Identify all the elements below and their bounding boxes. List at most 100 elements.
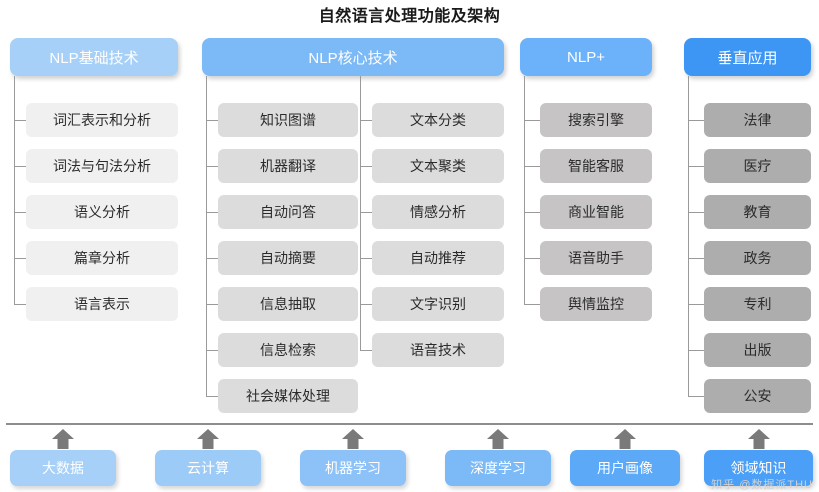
item-label: 法律 (743, 112, 772, 128)
item-label: 语音技术 (410, 342, 466, 358)
page-title: 自然语言处理功能及架构 (318, 8, 501, 25)
item-label: 商业智能 (568, 204, 624, 220)
item-box[interactable]: 政务 (704, 241, 811, 275)
column-header-label: NLP+ (567, 48, 605, 66)
item-box[interactable]: 自动推荐 (372, 241, 504, 275)
foundation-label: 领域知识 (730, 460, 787, 476)
connector-branch (360, 258, 372, 259)
connector-trunk-nlp-core-left (206, 76, 207, 396)
item-box[interactable]: 篇章分析 (26, 241, 178, 275)
connector-trunk-nlp-basic (14, 76, 15, 304)
up-arrow-icon (486, 428, 510, 450)
item-box[interactable]: 法律 (704, 103, 811, 137)
item-box[interactable]: 医疗 (704, 149, 811, 183)
item-label: 政务 (743, 250, 772, 266)
connector-branch (360, 212, 372, 213)
item-label: 专利 (743, 296, 772, 312)
connector-branch (524, 212, 540, 213)
item-label: 搜索引擎 (568, 112, 624, 128)
item-label: 医疗 (743, 158, 772, 174)
item-box[interactable]: 语音助手 (540, 241, 652, 275)
connector-branch (688, 258, 704, 259)
connector-branch (206, 120, 218, 121)
connector-branch (524, 304, 540, 305)
item-box[interactable]: 语义分析 (26, 195, 178, 229)
connector-branch (688, 396, 704, 397)
item-label: 信息抽取 (260, 296, 316, 312)
item-box[interactable]: 语言表示 (26, 287, 178, 321)
item-box[interactable]: 情感分析 (372, 195, 504, 229)
item-box[interactable]: 自动问答 (218, 195, 358, 229)
foundation-box[interactable]: 深度学习 (445, 450, 551, 486)
column-header-label: NLP基础技术 (49, 49, 139, 67)
connector-branch (206, 350, 218, 351)
item-box[interactable]: 知识图谱 (218, 103, 358, 137)
item-label: 词法与句法分析 (53, 158, 151, 174)
item-label: 自动问答 (260, 204, 316, 220)
column-header-nlp-plus[interactable]: NLP+ (520, 38, 652, 76)
connector-branch (206, 212, 218, 213)
item-box[interactable]: 舆情监控 (540, 287, 652, 321)
item-label: 文本聚类 (410, 158, 466, 174)
item-label: 信息检索 (260, 342, 316, 358)
connector-branch (524, 166, 540, 167)
connector-branch (360, 350, 372, 351)
connector-branch (688, 212, 704, 213)
connector-trunk-vertical-app (688, 76, 689, 396)
foundation-box[interactable]: 机器学习 (300, 450, 406, 486)
item-box[interactable]: 文字识别 (372, 287, 504, 321)
item-box[interactable]: 语音技术 (372, 333, 504, 367)
item-box[interactable]: 词汇表示和分析 (26, 103, 178, 137)
item-box[interactable]: 教育 (704, 195, 811, 229)
connector-branch (688, 120, 704, 121)
item-box[interactable]: 自动摘要 (218, 241, 358, 275)
item-label: 语言表示 (74, 296, 130, 312)
item-box[interactable]: 信息抽取 (218, 287, 358, 321)
connector-branch (360, 304, 372, 305)
connector-branch (206, 304, 218, 305)
foundation-box[interactable]: 领域知识 (704, 450, 813, 486)
up-arrow-icon (196, 428, 220, 450)
item-box[interactable]: 专利 (704, 287, 811, 321)
item-label: 知识图谱 (260, 112, 316, 128)
up-arrow-icon (51, 428, 75, 450)
column-header-vertical-app[interactable]: 垂直应用 (684, 38, 811, 76)
item-label: 社会媒体处理 (246, 388, 330, 404)
item-box[interactable]: 社会媒体处理 (218, 379, 358, 413)
connector-trunk-nlp-plus (524, 76, 525, 304)
up-arrow-icon (341, 428, 365, 450)
item-box[interactable]: 搜索引擎 (540, 103, 652, 137)
foundation-box[interactable]: 大数据 (10, 450, 116, 486)
item-label: 篇章分析 (74, 250, 130, 266)
item-label: 语音助手 (568, 250, 624, 266)
column-header-nlp-basic[interactable]: NLP基础技术 (10, 38, 178, 76)
column-header-label: 垂直应用 (717, 49, 778, 67)
item-label: 自动推荐 (410, 250, 466, 266)
foundation-box[interactable]: 用户画像 (570, 450, 680, 486)
foundation-label: 用户画像 (597, 460, 653, 476)
column-header-label: NLP核心技术 (308, 49, 398, 67)
connector-branch (360, 166, 372, 167)
item-label: 智能客服 (568, 158, 624, 174)
item-box[interactable]: 公安 (704, 379, 811, 413)
up-arrow-icon (613, 428, 637, 450)
item-box[interactable]: 信息检索 (218, 333, 358, 367)
connector-branch (688, 350, 704, 351)
item-box[interactable]: 机器翻译 (218, 149, 358, 183)
item-label: 情感分析 (410, 204, 466, 220)
item-box[interactable]: 智能客服 (540, 149, 652, 183)
item-box[interactable]: 文本分类 (372, 103, 504, 137)
connector-branch (524, 120, 540, 121)
foundation-box[interactable]: 云计算 (155, 450, 261, 486)
column-header-nlp-core[interactable]: NLP核心技术 (202, 38, 504, 76)
item-box[interactable]: 商业智能 (540, 195, 652, 229)
foundation-label: 机器学习 (325, 460, 381, 476)
foundation-divider (6, 423, 813, 425)
item-box[interactable]: 文本聚类 (372, 149, 504, 183)
connector-branch (206, 258, 218, 259)
foundation-label: 深度学习 (470, 460, 526, 476)
connector-branch (14, 120, 26, 121)
connector-branch (14, 212, 26, 213)
item-box[interactable]: 词法与句法分析 (26, 149, 178, 183)
item-box[interactable]: 出版 (704, 333, 811, 367)
